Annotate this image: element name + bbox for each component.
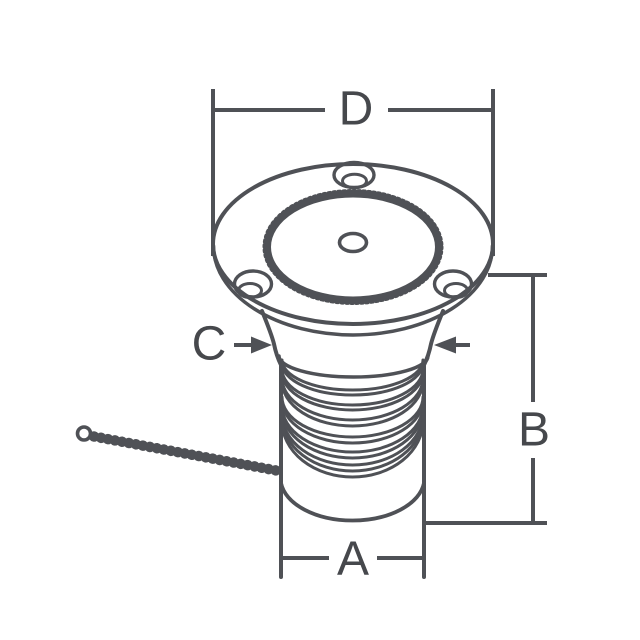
body-bottom-edge bbox=[279, 481, 426, 523]
screw-hole-right-inner bbox=[443, 282, 469, 299]
flange-thickness-edge bbox=[211, 244, 495, 337]
screw-hole-top-inner bbox=[341, 172, 368, 190]
thread-group-lower bbox=[280, 395, 425, 479]
thread-arc bbox=[280, 367, 425, 407]
center-slot bbox=[337, 231, 369, 254]
lanyard-ring bbox=[75, 425, 93, 442]
dimension-labels: D C B A bbox=[192, 83, 550, 586]
dim-label-d: D bbox=[339, 83, 374, 136]
knurled-cap-teeth bbox=[262, 189, 444, 305]
thread-group-upper bbox=[280, 358, 425, 428]
screw-hole-left-inner bbox=[237, 282, 263, 299]
thread-arc bbox=[280, 419, 425, 479]
part-outline-group bbox=[75, 160, 495, 579]
thread-arc bbox=[280, 404, 425, 454]
thread-arc bbox=[280, 370, 425, 412]
thread-arc bbox=[280, 407, 425, 460]
thread-arc bbox=[280, 395, 425, 439]
dim-label-c: C bbox=[192, 318, 227, 371]
neck-base-curve bbox=[277, 354, 430, 379]
thread-arc bbox=[280, 379, 425, 428]
dimension-group bbox=[211, 89, 547, 560]
dim-label-a: A bbox=[337, 533, 369, 586]
arrowhead-right bbox=[434, 336, 456, 354]
thread-arc bbox=[280, 361, 425, 397]
thread-arc bbox=[280, 415, 425, 473]
arrowhead-group bbox=[251, 336, 456, 354]
thread-arc bbox=[280, 412, 425, 467]
dim-label-b: B bbox=[518, 404, 550, 457]
thread-arc bbox=[280, 376, 425, 422]
body-side-left bbox=[260, 309, 283, 579]
body-side-right bbox=[422, 309, 445, 579]
thread-arc bbox=[280, 358, 425, 392]
arrowhead-left bbox=[251, 336, 272, 354]
lanyard-chain bbox=[88, 431, 285, 477]
knurled-cap-band bbox=[265, 191, 441, 303]
thread-arc bbox=[280, 398, 425, 445]
